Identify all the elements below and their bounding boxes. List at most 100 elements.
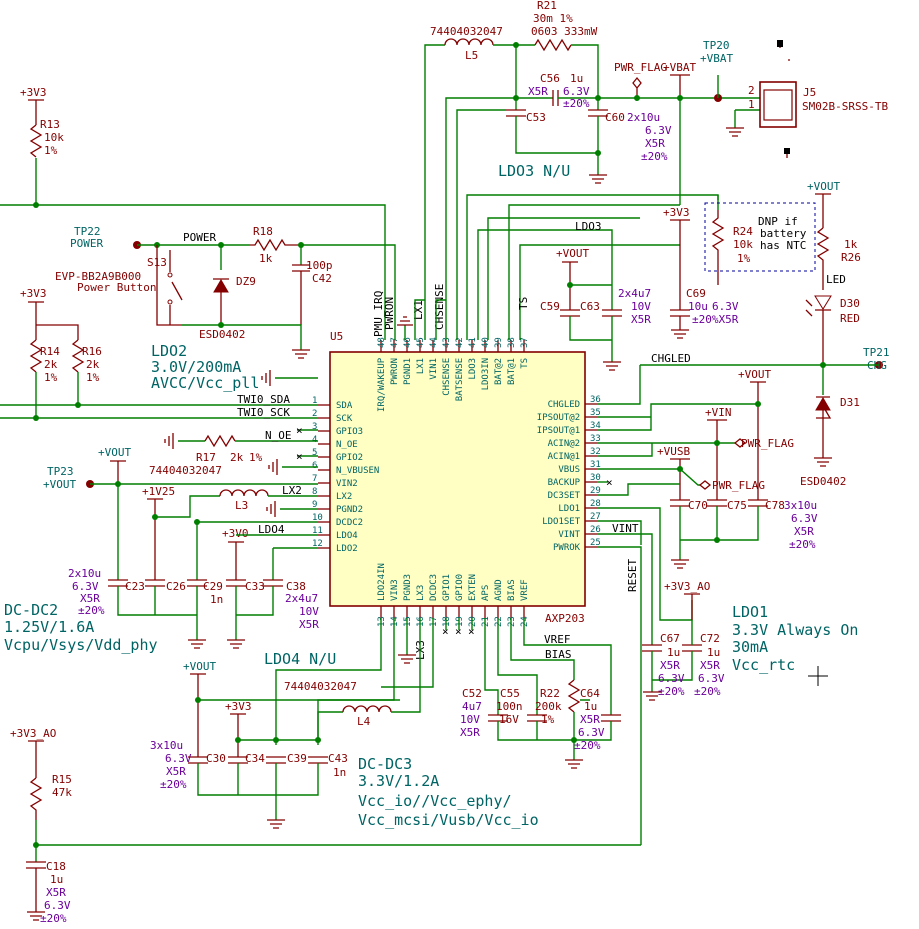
dcdc3-l2: 3.3V/1.2A [358, 772, 439, 790]
bottom-section[interactable]: LX3 LDO4 N/U × × × VREF BIAS C52 4u7 10V… [10, 618, 641, 925]
pin-name-39: BAT@2 [494, 358, 504, 385]
pwr-vusb: +VUSB [657, 445, 690, 458]
r13-v1: 10k [44, 131, 64, 144]
pin-name-5: GPIO2 [336, 453, 363, 463]
net-ts: TS [517, 297, 530, 310]
pin-number-13: 13 [377, 616, 387, 627]
j5-pin2: 2 [748, 84, 755, 97]
pin-name-15: PGND3 [403, 574, 413, 601]
l5-part: 74404032047 [430, 25, 503, 38]
pin-name-10: DCDC2 [336, 518, 363, 528]
r16-ref: R16 [82, 345, 102, 358]
s13-part: EVP-BB2A9B000 [55, 270, 141, 283]
ldo1-l4: Vcc_rtc [732, 656, 795, 674]
pin-name-11: LDO4 [336, 531, 358, 541]
pin-name-25: PWROK [553, 543, 581, 553]
c64-v1: 1u [584, 700, 597, 713]
d30-ref: D30 [840, 297, 860, 310]
pin-name-1: SDA [336, 401, 353, 411]
l3-ref: L3 [235, 499, 248, 512]
chip-value: AXP203 [545, 612, 585, 625]
pin-name-3: GPIO3 [336, 427, 363, 437]
r14-v1: 2k [44, 358, 58, 371]
dcdc2-l1: DC-DC2 [4, 601, 58, 619]
c23-ref: C23 [125, 580, 145, 593]
r17-v1: 2k [230, 451, 244, 464]
power-button-section[interactable]: TP22 POWER POWER R18 1k S13 EVP-BB2A9B00… [55, 225, 396, 359]
c64-v4: ±20% [574, 739, 601, 752]
right-side-section[interactable]: +VOUT +VIN PWR_FLAG +VUSB PWR_FLAG × C70… [597, 365, 858, 845]
pin-number-25: 25 [590, 538, 601, 548]
r18-value: 1k [259, 252, 273, 265]
c72-v1: 1u [707, 646, 720, 659]
ldo3-section[interactable]: LDO3 +VOUT C59 C63 2x4u7 10V X5R +3V3 C6… [466, 98, 816, 371]
r16-v2: 1% [86, 371, 100, 384]
ldo1-l3: 30mA [732, 638, 768, 656]
pwr-vout-4: +VOUT [738, 368, 771, 381]
pin-name-40: LDO3IN [481, 358, 491, 391]
c38-v3: X5R [299, 618, 319, 631]
r13-ref: R13 [40, 118, 60, 131]
c43-ref: C43 [328, 752, 348, 765]
r17-group[interactable]: R17 2k 1% N_OE [164, 429, 318, 464]
pin-number-19: 19 [455, 616, 465, 627]
pin-name-35: IPSOUT@2 [537, 413, 580, 423]
j5-ref: J5 [803, 86, 816, 99]
r17-v2: 1% [249, 451, 263, 464]
charge-led-section[interactable]: +VOUT 1k R26 LED D30 RED TP21 CHG CHGLED… [640, 180, 890, 488]
pin-name-24: VREF [520, 579, 530, 601]
c30-v2: 6.3V [165, 752, 192, 765]
c64-v3: 6.3V [578, 726, 605, 739]
c78-v1: 3x10u [784, 499, 817, 512]
ldo1-l2: 3.3V Always On [732, 621, 858, 639]
c23-v1: 2x10u [68, 567, 101, 580]
svg-text:×: × [455, 625, 462, 638]
pin-number-10: 10 [312, 513, 323, 523]
pin-name-41: LDO3 [468, 358, 478, 380]
battery-connector[interactable]: PWR_FLAG +VBAT TP20 +VBAT 2 1 J5 SM02B-S… [614, 39, 888, 158]
pin-name-48: IRQ/WAKEUP [377, 357, 387, 412]
r16-v1: 2k [86, 358, 100, 371]
dcdc2-section[interactable]: +VOUT TP23 +VOUT +1V25 L3 74404032047 LX… [4, 446, 319, 654]
pin-number-7: 7 [312, 474, 317, 484]
c72-ref: C72 [700, 632, 720, 645]
c42-ref: C42 [312, 272, 332, 285]
pwr-vbat: +VBAT [663, 61, 696, 74]
ldo2-l3: AVCC/Vcc_pll [151, 374, 259, 392]
c38-v2: 10V [299, 605, 319, 618]
ldo1-l1: LDO1 [732, 603, 768, 621]
dz9-ref: DZ9 [236, 275, 256, 288]
net-vint: VINT [612, 522, 639, 535]
c59-ref: C59 [540, 300, 560, 313]
c52-v3: X5R [460, 726, 480, 739]
pin-number-2: 2 [312, 409, 317, 419]
dcdc2-l2: 1.25V/1.6A [4, 618, 94, 636]
c52-v1: 4u7 [462, 700, 482, 713]
r22-v1: 200k [535, 700, 562, 713]
c60-v4: ±20% [641, 150, 668, 163]
c78-ref: C78 [765, 499, 785, 512]
r13-group[interactable]: +3V3 R13 10k 1% [20, 86, 64, 205]
twi-pullups[interactable]: +3V3 R14 2k 1% R16 2k 1% [20, 287, 102, 418]
net-reset: RESET [626, 559, 639, 592]
pin-number-8: 8 [312, 487, 317, 497]
c18-ref: C18 [46, 860, 66, 873]
c23-v4: ±20% [78, 604, 105, 617]
net-twi-sck: TWI0_SCK [237, 406, 290, 419]
net-ldo4: LDO4 [258, 523, 285, 536]
battery-charge-section[interactable]: 74404032047 L5 R21 30m 1% 0603 333mW C56… [424, 0, 745, 340]
pin-number-17: 17 [429, 616, 439, 627]
c18-v3: 6.3V [44, 899, 71, 912]
pin-number-14: 14 [390, 616, 400, 627]
pwr-3v0-label: +3V0 [222, 527, 249, 540]
axp203-chip-body[interactable] [329, 351, 586, 607]
r24-v1: 10k [733, 238, 753, 251]
pwr-vout-3: +VOUT [807, 180, 840, 193]
net-chsense: CHSENSE [433, 284, 446, 330]
pwr-3v3-ao-2: +3V3_AO [10, 727, 56, 740]
dcdc3-l1: DC-DC3 [358, 755, 412, 773]
pin-number-35: 35 [590, 408, 601, 418]
pin-number-12: 12 [312, 539, 323, 549]
pin-number-31: 31 [590, 460, 601, 470]
r17-ref: R17 [196, 451, 216, 464]
